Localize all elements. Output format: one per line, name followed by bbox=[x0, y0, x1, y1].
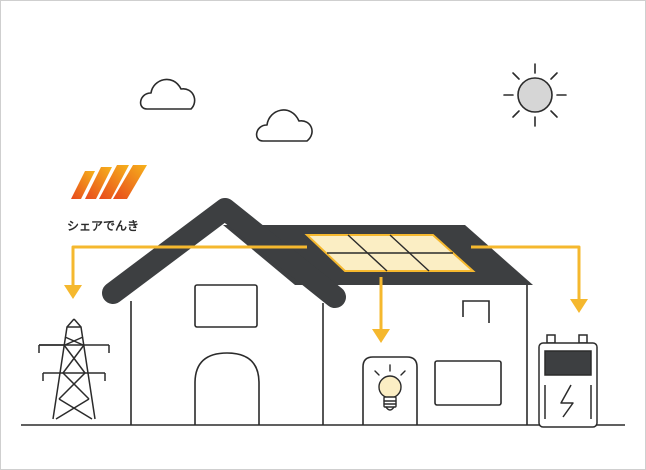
cloud-icon bbox=[255, 109, 313, 142]
house bbox=[21, 284, 625, 426]
power-tower-icon bbox=[38, 318, 110, 420]
window bbox=[434, 360, 502, 406]
logo-mark bbox=[71, 165, 147, 199]
energy-flow-arrows bbox=[71, 245, 581, 331]
roof bbox=[102, 198, 533, 308]
light-bulb-icon bbox=[374, 364, 406, 411]
flow-to-battery-arrow bbox=[471, 245, 581, 301]
light-alcove bbox=[362, 356, 418, 425]
flow-to-grid-arrow bbox=[71, 245, 307, 287]
cloud-icon bbox=[139, 78, 196, 110]
sun-icon bbox=[503, 63, 567, 127]
solar-panel-icon bbox=[304, 234, 476, 272]
brand-name: シェアでんき bbox=[67, 219, 139, 233]
window bbox=[194, 284, 258, 328]
brand-logo: シェアでんき bbox=[67, 165, 147, 233]
battery-icon bbox=[538, 334, 598, 428]
door bbox=[194, 352, 260, 425]
